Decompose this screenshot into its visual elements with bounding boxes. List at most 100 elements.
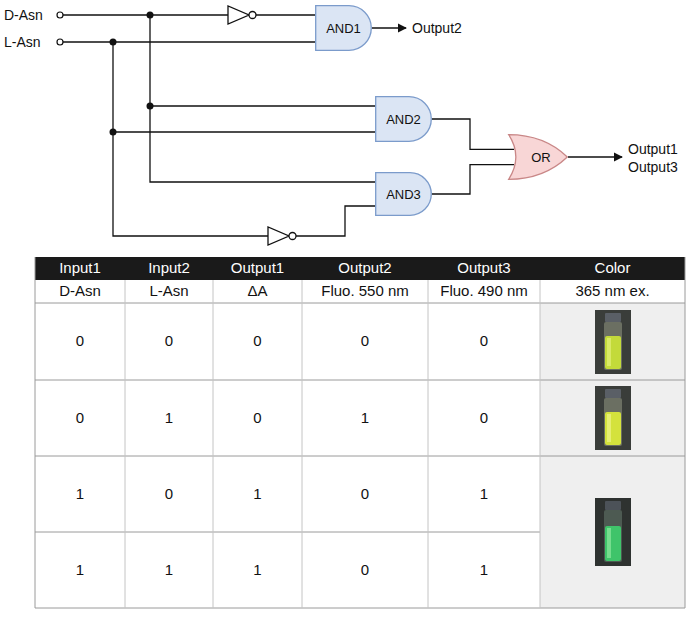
gate-label: OR (531, 151, 551, 164)
table-header: Fluo. 490 nm (428, 280, 540, 303)
wire (296, 206, 375, 236)
table-cell: 0 (302, 303, 428, 380)
junction-dot (147, 103, 154, 110)
and-gate: AND3 (375, 172, 432, 216)
vial-fluid (605, 336, 621, 369)
gate-label: AND2 (386, 113, 421, 126)
not-bubble (249, 12, 256, 19)
output-arrow (568, 156, 622, 157)
table-header: Fluo. 550 nm (302, 280, 428, 303)
wire (113, 42, 268, 236)
table-header: Input2 (125, 257, 213, 280)
table-cell: 1 (302, 380, 428, 456)
table-cell: 0 (35, 303, 125, 380)
truth-table (35, 257, 685, 608)
vial-photo (595, 310, 631, 374)
gate-label: AND3 (386, 188, 421, 201)
output-name: Output2 (412, 21, 462, 35)
input-name: L-Asn (4, 35, 41, 49)
table-cell: 0 (428, 303, 540, 380)
vial-glow (607, 338, 611, 366)
table-cell: 1 (125, 380, 213, 456)
junction-dots (110, 12, 154, 136)
gate-shape (509, 135, 568, 180)
table-cell: 1 (428, 456, 540, 532)
not-bubble (289, 233, 296, 240)
table-header: 365 nm ex. (540, 280, 685, 303)
wire (256, 14, 315, 15)
vial-photo (595, 386, 631, 450)
or-gate: OR (508, 134, 568, 180)
gate-shape (376, 173, 432, 216)
table-header: Input1 (35, 257, 125, 280)
vial-glass (604, 510, 622, 562)
wire (113, 131, 375, 132)
column-line (125, 280, 540, 608)
gate-label: AND1 (326, 22, 361, 35)
not-gate (268, 227, 289, 245)
wire (63, 41, 315, 42)
input-terminal (57, 39, 63, 45)
table-header: L-Asn (125, 280, 213, 303)
and-gate: AND2 (375, 96, 432, 142)
table-cell: 0 (213, 380, 302, 456)
table-cell: 0 (213, 303, 302, 380)
output-arrow (372, 27, 406, 28)
wire (150, 105, 375, 106)
vial-photo (595, 498, 631, 566)
vial-cap (605, 389, 621, 398)
junction-dot (110, 39, 117, 46)
table-cell: 0 (302, 532, 428, 608)
table-header: D-Asn (35, 280, 125, 303)
inverters (228, 6, 296, 245)
input-name: D-Asn (4, 8, 43, 22)
vial-glass (604, 398, 622, 446)
table-cell: 1 (428, 532, 540, 608)
table-header: Color (540, 257, 685, 280)
row-line (35, 303, 685, 608)
vial-glow (607, 528, 611, 558)
input-terminals (57, 12, 63, 45)
junction-dot (110, 129, 117, 136)
table-header: ΔA (213, 280, 302, 303)
table-border (35, 257, 685, 608)
wire (63, 14, 228, 15)
vial-fluid (605, 412, 621, 445)
vial-glass (604, 322, 622, 370)
table-cell: 1 (213, 532, 302, 608)
table-cell: 1 (213, 456, 302, 532)
table-cell: 0 (302, 456, 428, 532)
photo-ground (595, 498, 631, 566)
table-header: Output3 (428, 257, 540, 280)
vial-cap (605, 501, 621, 510)
vial-glow (607, 414, 611, 442)
table-header: Output1 (213, 257, 302, 280)
header-band (35, 257, 685, 280)
photo-ground (595, 310, 631, 374)
not-gate (228, 6, 249, 24)
gate-shape (316, 6, 372, 51)
vial-fluid (605, 526, 621, 561)
output-name: Output1 (628, 142, 678, 156)
table-cell: 0 (125, 303, 213, 380)
table-cell: 1 (125, 532, 213, 608)
vial-cap (605, 313, 621, 322)
junction-dot (147, 12, 154, 19)
input-terminal (57, 12, 63, 18)
photo-ground (595, 386, 631, 450)
table-lines (35, 257, 685, 608)
gate-shape (376, 97, 432, 142)
table-cell: 1 (35, 532, 125, 608)
wire (432, 165, 514, 194)
table-cell: 0 (35, 380, 125, 456)
and-gate: AND1 (315, 5, 372, 51)
output-name: Output3 (628, 160, 678, 174)
table-cell: 0 (428, 380, 540, 456)
table-cell: 0 (125, 456, 213, 532)
wire (432, 119, 514, 149)
table-cell: 1 (35, 456, 125, 532)
table-header: Output2 (302, 257, 428, 280)
